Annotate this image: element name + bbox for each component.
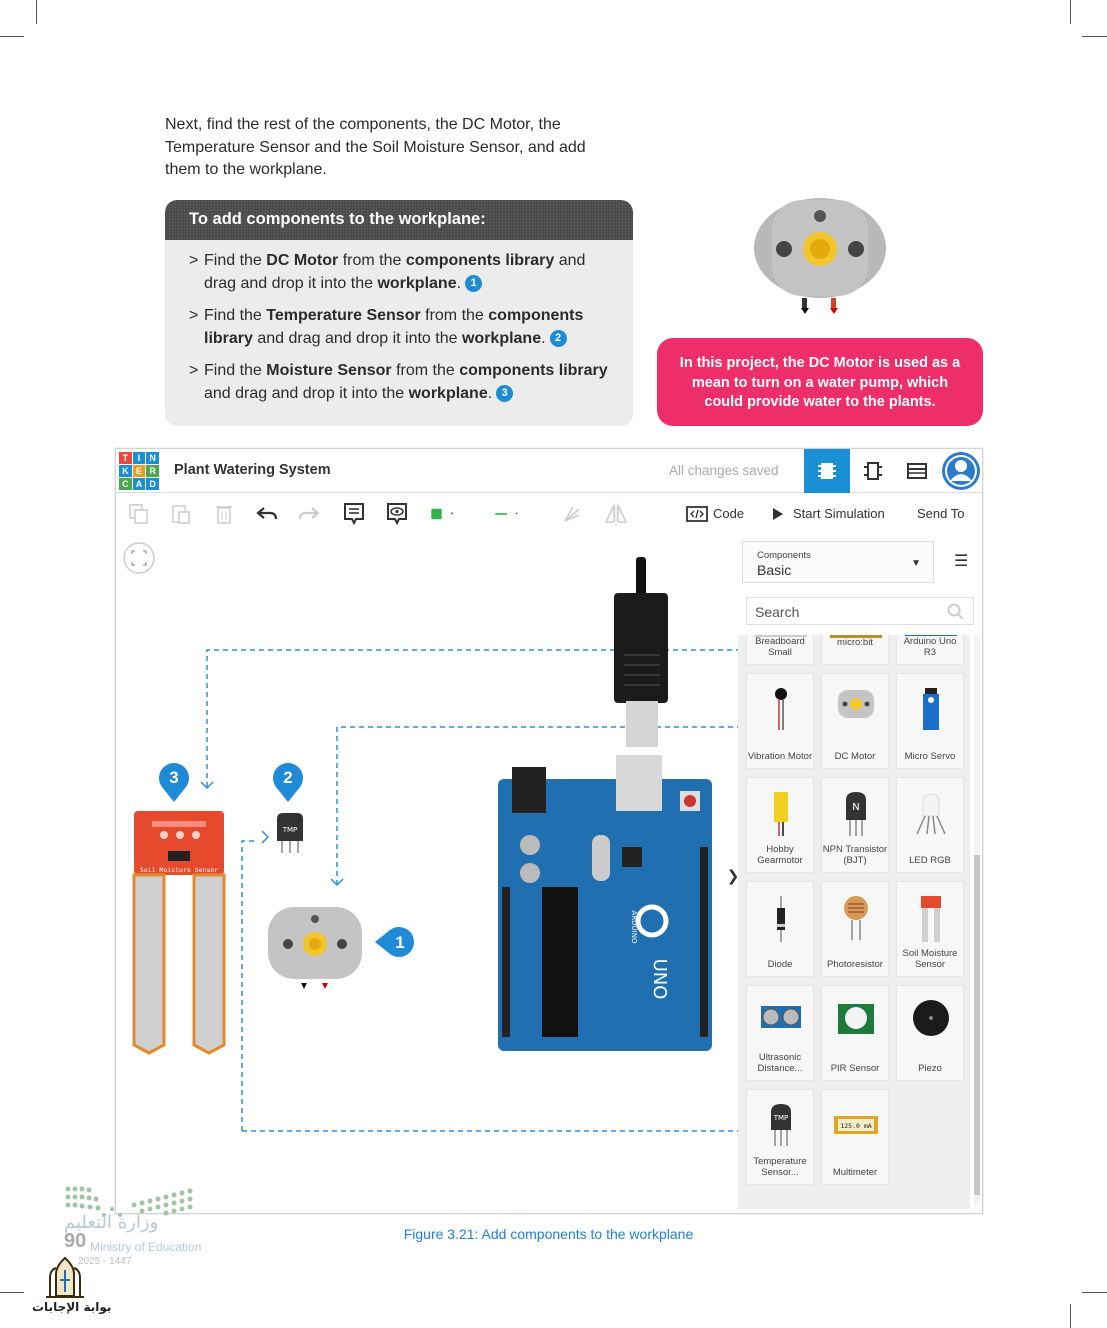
components-scrollbar[interactable] [974,635,980,1205]
crop-mark [1070,1304,1071,1328]
soil-moisture-sensor-part[interactable]: Soil Moisture Sensor [132,811,226,1055]
list-view-icon[interactable]: ☰ [954,553,969,570]
component-arduino-uno[interactable]: Arduino Uno R3 [896,635,964,665]
components-dropdown[interactable]: Components Basic ▼ [742,541,934,583]
dc-motor-illustration [754,198,886,314]
delete-icon[interactable] [211,501,237,527]
component-vibration-motor[interactable]: Vibration Motor [746,673,814,769]
step-pin-1: 1 [375,927,414,957]
crop-mark [1082,36,1107,37]
redo-icon[interactable] [296,501,322,527]
chevron-down-icon: ▼ [911,558,921,569]
play-icon[interactable] [764,501,790,527]
arduino-uno-board[interactable]: UNO ARDUINO [498,755,712,1051]
temperature-sensor-part[interactable]: TMP [277,813,303,853]
components-panel: Components Basic ▼ ☰ Search Breadboard S… [738,535,982,1213]
watermark-emblem [46,1256,84,1298]
step-number-badge: 2 [549,330,567,347]
svg-text:3: 3 [169,768,178,787]
search-icon [947,603,964,620]
component-led-rgb[interactable]: LED RGB [896,777,964,873]
step-number-badge: 3 [496,385,514,402]
collapse-panel-button[interactable]: ❯ [726,853,738,897]
crop-mark [1082,1292,1107,1293]
crop-mark [0,1292,24,1293]
crop-mark [36,0,37,24]
svg-text:❯: ❯ [727,867,738,885]
copy-icon[interactable] [126,501,152,527]
note-visibility-icon[interactable] [384,501,410,527]
step-number-badge: 1 [465,275,483,292]
component-photoresistor[interactable]: Photoresistor [821,881,889,977]
svg-text:N: N [852,802,859,813]
component-breadboard[interactable]: Breadboard Small [746,635,814,665]
watermark-text: بوابة الإجابات [32,1300,112,1314]
crop-mark [0,36,24,37]
svg-text:125.0 mA: 125.0 mA [840,1122,871,1130]
step-pin-3: 3 [159,763,189,802]
edition-year: 2025 - 1447 [78,1256,132,1267]
svg-text:1: 1 [395,933,404,952]
svg-text:UNO: UNO [649,959,670,1000]
project-title[interactable]: Plant Watering System [174,462,331,478]
svg-text:TMP: TMP [282,826,298,834]
paste-icon[interactable] [168,501,194,527]
component-microbit[interactable]: micro:bit [821,635,889,665]
component-hobby-gearmotor[interactable]: Hobby Gearmotor [746,777,814,873]
svg-text:TMP: TMP [773,1114,789,1122]
notes-icon[interactable] [341,501,367,527]
dc-motor-part[interactable] [268,907,362,989]
component-ultrasonic-distance[interactable]: Ultrasonic Distance... [746,985,814,1081]
save-status: All changes saved [669,463,779,478]
instruction-step: > Find the DC Motor from the components … [189,252,586,292]
toolbar: Code Start Simulation Send To [116,493,982,535]
svg-text:2: 2 [283,768,292,787]
send-to-button[interactable]: Send To [917,506,965,521]
rotate-icon[interactable] [559,501,585,527]
page-number: 90 [64,1230,87,1252]
workplane-canvas[interactable]: Soil Moisture Sensor TMP [116,535,738,1213]
code-icon[interactable] [684,501,710,527]
intro-paragraph: Next, find the rest of the components, t… [165,116,586,178]
component-micro-servo[interactable]: Micro Servo [896,673,964,769]
schematic-view-button[interactable] [850,449,896,493]
usb-cable [614,557,668,747]
ministry-logo [65,1186,193,1217]
user-avatar[interactable] [938,449,984,493]
component-grid: Breadboard Small micro:bit Arduino Uno R… [738,635,970,1209]
component-soil-moisture-sensor[interactable]: Soil Moisture Sensor [896,881,964,977]
svg-text:Soil Moisture Sensor: Soil Moisture Sensor [140,866,218,874]
component-pir-sensor[interactable]: PIR Sensor [821,985,889,1081]
instruction-step: > Find the Temperature Sensor from the c… [189,307,584,347]
step-pin-2: 2 [273,763,303,802]
component-diode[interactable]: Diode [746,881,814,977]
figure-caption: Figure 3.21: Add components to the workp… [403,1226,694,1242]
crop-mark [1070,0,1071,24]
instruction-step: > Find the Moisture Sensor from the comp… [189,362,608,402]
undo-icon[interactable] [254,501,280,527]
ministry-name-arabic: وزارة التعليم [64,1212,159,1233]
start-simulation-button[interactable]: Start Simulation [793,506,885,521]
color-picker[interactable] [430,501,456,527]
ministry-name-english: Ministry of Education [90,1240,202,1254]
instruction-box-title: To add components to the workplane: [165,200,633,240]
search-input[interactable]: Search [746,597,974,625]
instruction-box: To add components to the workplane: > Fi… [165,200,633,426]
component-dc-motor[interactable]: DC Motor [821,673,889,769]
wire-type-picker[interactable] [494,501,520,527]
svg-text:ARDUINO: ARDUINO [630,911,638,944]
circuit-view-button[interactable] [804,449,850,493]
project-note-callout: In this project, the DC Motor is used as… [657,338,983,426]
component-piezo[interactable]: Piezo [896,985,964,1081]
flip-icon[interactable] [603,501,629,527]
zoom-fit-icon[interactable] [123,542,155,574]
component-list-button[interactable] [894,449,940,493]
code-button[interactable]: Code [713,506,745,521]
